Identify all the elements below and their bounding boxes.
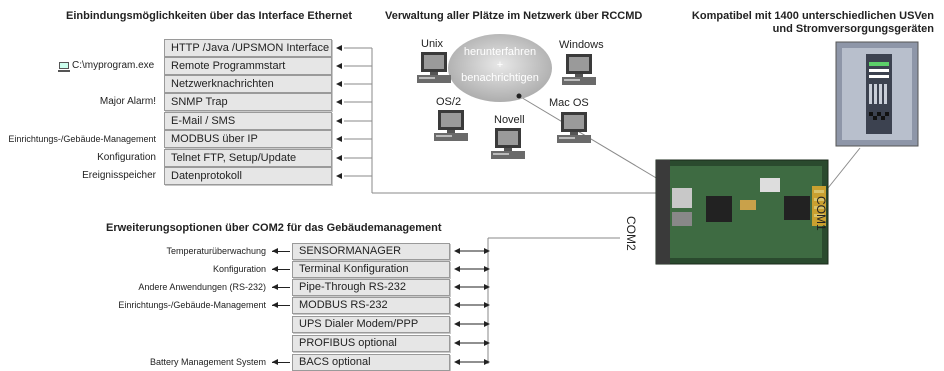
ethernet-item-network-messages: Netzwerknachrichten — [164, 75, 332, 93]
rccmd-header: Verwaltung aller Plätze im Netzwerk über… — [385, 10, 643, 22]
ethernet-side-label-modbus: Einrichtungs-/Gebäude-Management — [8, 134, 156, 144]
arrow-right-icon — [484, 302, 490, 308]
arrow-left-icon — [272, 266, 278, 272]
unix-label: Unix — [421, 38, 444, 50]
cloud-label-plus: + — [496, 59, 504, 71]
arrow-right-icon — [484, 340, 490, 346]
arrow-left-icon — [272, 284, 278, 290]
ethernet-item-remote-start: Remote Programmstart — [164, 57, 332, 75]
com2-item-sensormanager: SENSORMANAGER — [292, 243, 450, 260]
com2-side-label-other-apps: Andere Anwendungen (RS-232) — [138, 282, 266, 292]
arrow-left-icon — [336, 173, 342, 179]
arrow-left-icon — [336, 81, 342, 87]
arrow-right-icon — [484, 248, 490, 254]
arrow-right-icon — [484, 359, 490, 365]
ethernet-side-label-config: Konfiguration — [97, 152, 156, 163]
ethernet-item-telnet: Telnet FTP, Setup/Update — [164, 149, 332, 167]
ethernet-item-snmp-trap: SNMP Trap — [164, 93, 332, 111]
com2-header: Erweiterungsoptionen über COM2 für das G… — [106, 222, 442, 234]
ethernet-item-modbus-ip: MODBUS über IP — [164, 130, 332, 148]
connector-line — [272, 362, 290, 363]
arrow-left-icon — [336, 63, 342, 69]
com2-item-profibus: PROFIBUS optional — [292, 335, 450, 352]
com2-item-terminal: Terminal Konfiguration — [292, 261, 450, 278]
connector-line — [272, 251, 290, 252]
arrow-left-icon — [454, 248, 460, 254]
arrow-left-icon — [454, 321, 460, 327]
arrow-left-icon — [454, 302, 460, 308]
com2-item-ups-dialer: UPS Dialer Modem/PPP — [292, 316, 450, 333]
arrow-left-icon — [454, 359, 460, 365]
cloud-label-notify: benachrichtigen — [461, 72, 539, 84]
arrow-left-icon — [336, 118, 342, 124]
ethernet-item-data-log: Datenprotokoll — [164, 167, 332, 185]
computer-icon — [58, 60, 70, 72]
arrow-left-icon — [272, 359, 278, 365]
arrow-right-icon — [484, 284, 490, 290]
arrow-left-icon — [336, 136, 342, 142]
com1-label: COM1 — [814, 196, 828, 231]
com2-side-label-temperature: Temperaturüberwachung — [166, 246, 266, 256]
com2-item-pipe-through: Pipe-Through RS-232 — [292, 279, 450, 296]
arrow-left-icon — [272, 302, 278, 308]
ethernet-side-label-program: C:\myprogram.exe — [72, 60, 155, 71]
ethernet-header: Einbindungsmöglichkeiten über das Interf… — [66, 10, 353, 22]
arrow-left-icon — [272, 248, 278, 254]
cloud-label-shutdown: herunterfahren — [463, 46, 537, 58]
connector-line — [272, 305, 290, 306]
arrow-left-icon — [336, 99, 342, 105]
ethernet-item-http: HTTP /Java /UPSMON Interface — [164, 39, 332, 57]
ethernet-side-label-events: Ereignisspeicher — [82, 170, 156, 181]
com2-label: COM2 — [624, 216, 638, 251]
arrow-right-icon — [484, 321, 490, 327]
ethernet-item-email-sms: E-Mail / SMS — [164, 112, 332, 130]
novell-label: Novell — [494, 114, 525, 126]
macos-label: Mac OS — [549, 97, 589, 109]
connector-line — [272, 269, 290, 270]
arrow-left-icon — [336, 45, 342, 51]
arrow-left-icon — [336, 155, 342, 161]
arrow-left-icon — [454, 266, 460, 272]
windows-label: Windows — [559, 39, 604, 51]
com2-side-label-modbus: Einrichtungs-/Gebäude-Management — [118, 300, 266, 310]
connector-line — [272, 287, 290, 288]
com2-item-modbus-rs232: MODBUS RS-232 — [292, 297, 450, 314]
com2-item-bacs: BACS optional — [292, 354, 450, 371]
os2-label: OS/2 — [436, 96, 462, 108]
ups-header-line2: und Stromversorgungsgeräten — [772, 23, 934, 35]
arrow-left-icon — [454, 340, 460, 346]
com2-side-label-config: Konfiguration — [212, 264, 266, 274]
ethernet-side-label-alarm: Major Alarm! — [99, 96, 156, 107]
com2-side-label-bms: Battery Management System — [149, 357, 266, 367]
ups-header-line1: Kompatibel mit 1400 unterschiedlichen US… — [691, 10, 934, 22]
arrow-left-icon — [454, 284, 460, 290]
arrow-right-icon — [484, 266, 490, 272]
